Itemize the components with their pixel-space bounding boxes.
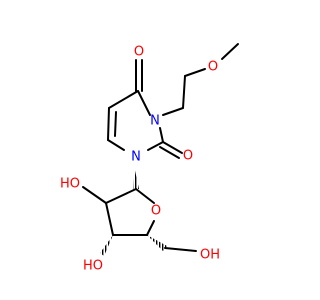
atom-oh-c5p: OH <box>200 248 220 263</box>
bond-c5-c6-double <box>114 111 117 137</box>
bond-c4-c5 <box>108 90 139 109</box>
bond-c3p-oh-hashed <box>100 235 113 256</box>
atom-o-ring: O <box>151 204 161 219</box>
bond-ch2-ch2 <box>182 75 186 109</box>
bond-c5p-oh <box>164 247 197 252</box>
atom-n3: N <box>150 114 160 129</box>
atom-o-methoxy: O <box>208 60 218 75</box>
atom-o-c2-carbonyl: O <box>183 149 193 164</box>
bond-ch2-n3 <box>162 107 184 116</box>
bond-c6-n1 <box>107 139 125 151</box>
bond-c2-o <box>162 141 183 154</box>
atom-oh-c2p: HO <box>60 177 80 192</box>
bond-c5-c6 <box>107 107 110 141</box>
bond-n3-c4 <box>137 90 151 116</box>
bond-c1p-o4p <box>135 188 155 204</box>
bond-c3p-c2p <box>105 202 114 236</box>
bond-c4p-c5p-hashed <box>147 235 167 251</box>
bond-o-ch2 <box>184 68 206 77</box>
bond-methyl-o <box>221 43 239 60</box>
atom-o-c4-carbonyl: O <box>134 45 144 60</box>
bond-c2p-oh <box>82 186 107 204</box>
molecule-structure: O O N O N O HO HO OH <box>60 43 239 274</box>
bond-o4p-c4p <box>146 220 155 236</box>
atom-n1: N <box>131 150 141 165</box>
bond-n1-c1p-hashed <box>133 166 139 189</box>
bond-c2-o-double <box>159 146 180 159</box>
atom-oh-c3p: HO <box>83 259 103 274</box>
bond-c2p-c1p <box>105 188 137 204</box>
bond-c2-n3 <box>159 127 164 143</box>
bond-n1-c2 <box>147 141 164 151</box>
